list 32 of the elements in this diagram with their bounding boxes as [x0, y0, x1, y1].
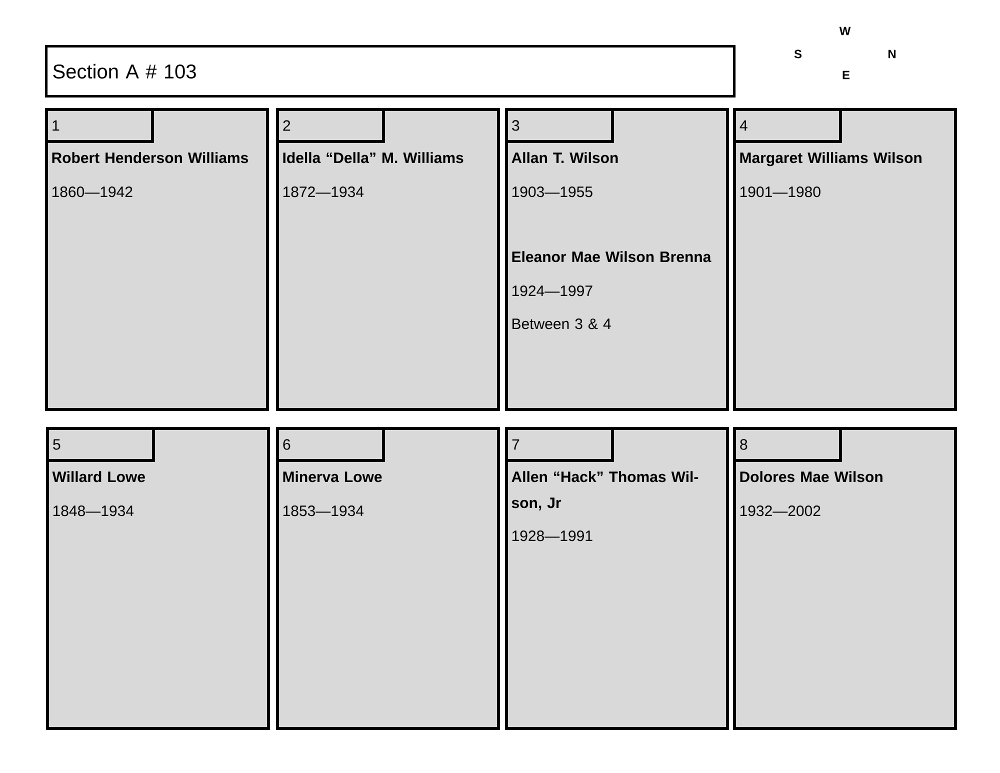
person-name: Allan T. Wilson [512, 152, 618, 164]
person-name: Minerva Lowe [283, 471, 382, 482]
person-name: Idella “Della” M. Williams [283, 152, 464, 164]
plot-number-tab: 6 [276, 427, 385, 462]
plot-number-tab: 2 [276, 108, 385, 143]
compass-letter: N [888, 50, 896, 58]
date-range: 1932—2002 [740, 506, 820, 516]
person-name: Margaret Williams Wilson [740, 152, 922, 166]
date-range: 1903—1955 [512, 186, 592, 198]
plot-number-tab: 8 [733, 427, 842, 462]
date-range: 1848—1934 [53, 506, 134, 516]
date-range: 1860—1942 [52, 186, 132, 198]
title-box: Section A # 103 [45, 45, 736, 98]
compass-letter: E [842, 70, 850, 80]
person-name: Dolores Mae Wilson [740, 471, 882, 482]
date-range: 1901—1980 [740, 186, 820, 198]
person-name: Allen “Hack” Thomas Wil-son, Jr [512, 471, 698, 510]
plot-note: Between 3 & 4 [512, 318, 611, 330]
plot-number-tab: 5 [46, 427, 155, 462]
plot-number-tab: 7 [505, 427, 614, 462]
plot-number-tab: 3 [505, 108, 614, 143]
person-name: Eleanor Mae Wilson Brenna [512, 251, 712, 262]
plot-number-tab: 4 [733, 108, 842, 143]
person-name: Robert Henderson Williams [52, 152, 248, 164]
person-name: Willard Lowe [52, 471, 145, 482]
compass-letter: W [839, 26, 851, 36]
date-range: 1928—1991 [512, 530, 592, 542]
date-range: 1924—1997 [512, 286, 592, 296]
compass-letter: S [794, 50, 802, 58]
date-range: 1872—1934 [283, 186, 364, 198]
plot-number-tab: 1 [45, 108, 154, 143]
date-range: 1853—1934 [283, 506, 364, 516]
